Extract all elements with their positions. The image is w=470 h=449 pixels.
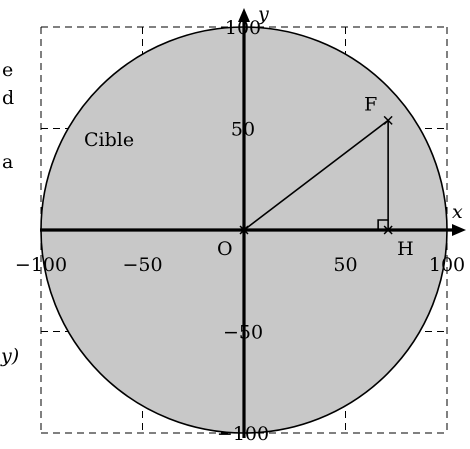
y-tick-label: −100 xyxy=(217,423,269,444)
text-fragment: y) xyxy=(0,345,19,367)
y-tick-label: 100 xyxy=(225,17,261,39)
x-tick-label: 50 xyxy=(333,254,357,276)
text-fragment: a xyxy=(2,151,13,173)
y-tick-label: 50 xyxy=(231,119,255,141)
y-axis-label: y xyxy=(257,3,269,25)
text-fragment: e xyxy=(2,59,13,81)
x-tick-label: −100 xyxy=(15,254,67,276)
y-tick-label: −50 xyxy=(223,322,263,344)
point-h-label: H xyxy=(397,238,414,260)
x-tick-label: 100 xyxy=(429,254,465,276)
x-axis-arrowhead xyxy=(452,224,466,236)
point-f-label: F xyxy=(364,93,377,115)
x-axis-label: x xyxy=(452,201,463,223)
region-label-cible: Cible xyxy=(84,129,134,151)
point-o-label: O xyxy=(217,238,233,260)
x-tick-label: −50 xyxy=(122,254,162,276)
text-fragment: d xyxy=(2,87,14,109)
